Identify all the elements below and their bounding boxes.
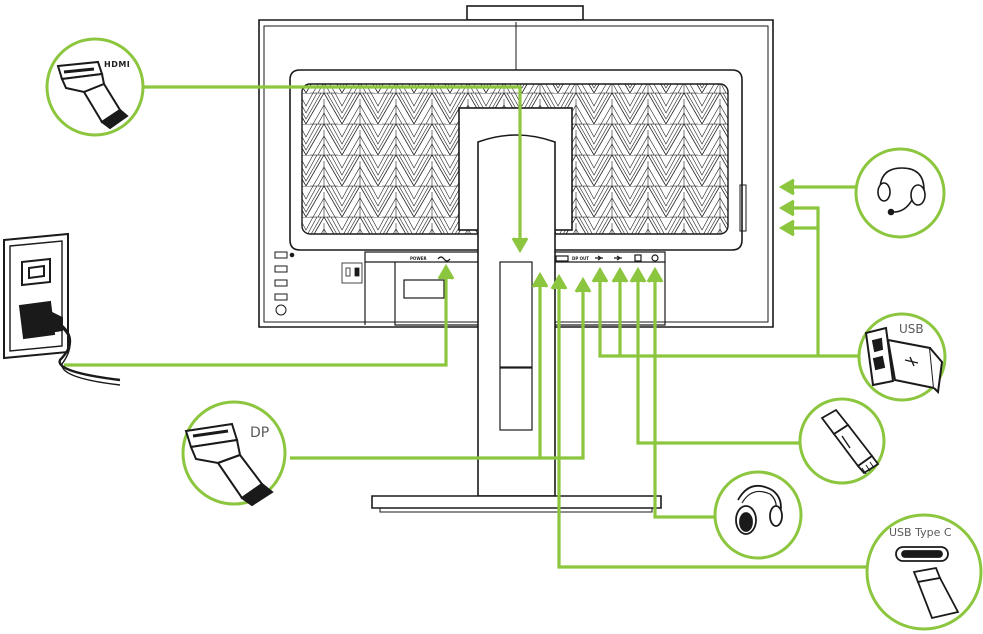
type-c-cable <box>557 282 866 569</box>
usb-port-icon-2 <box>614 255 622 261</box>
port-icons <box>437 254 659 262</box>
cables <box>64 85 866 569</box>
monitor-top-tab <box>466 5 584 21</box>
dp-out-port-icon <box>555 255 569 262</box>
headphones-cable <box>653 275 730 519</box>
power-cable <box>64 272 448 367</box>
power-port-label: POWER <box>410 256 427 261</box>
audio-port-icon <box>651 254 659 262</box>
usb-cable <box>598 275 860 358</box>
hdmi-label: HDMI <box>104 60 131 69</box>
headphones-icon <box>735 484 783 535</box>
hdmi-cable <box>144 85 522 245</box>
power-port <box>403 279 445 299</box>
usb-a-connector-icon <box>864 326 944 395</box>
side-buttons <box>274 251 295 316</box>
lan-port-icon <box>634 254 642 262</box>
wall-outlet-icon <box>3 232 121 386</box>
usb-type-c-label: USB Type C <box>889 526 952 539</box>
headphones-circle <box>713 470 803 560</box>
dp-out-port-label: DP OUT <box>572 256 590 261</box>
headset-microphone-icon <box>877 167 926 216</box>
usb-type-c-connector-icon <box>895 546 960 620</box>
usb-port-icon-1 <box>595 255 603 261</box>
headset-circle <box>854 147 946 239</box>
lan-cable <box>636 275 800 445</box>
monitor <box>258 5 774 513</box>
dp-label: DP <box>250 425 270 441</box>
hdmi-connector-icon <box>56 60 129 130</box>
rj45-ethernet-icon <box>820 408 880 475</box>
usb-label: USB <box>899 322 924 336</box>
stand-base <box>371 495 662 509</box>
ac-symbol <box>437 256 451 262</box>
displayport-connector-icon <box>184 422 274 507</box>
dp-cable-2 <box>540 285 585 460</box>
